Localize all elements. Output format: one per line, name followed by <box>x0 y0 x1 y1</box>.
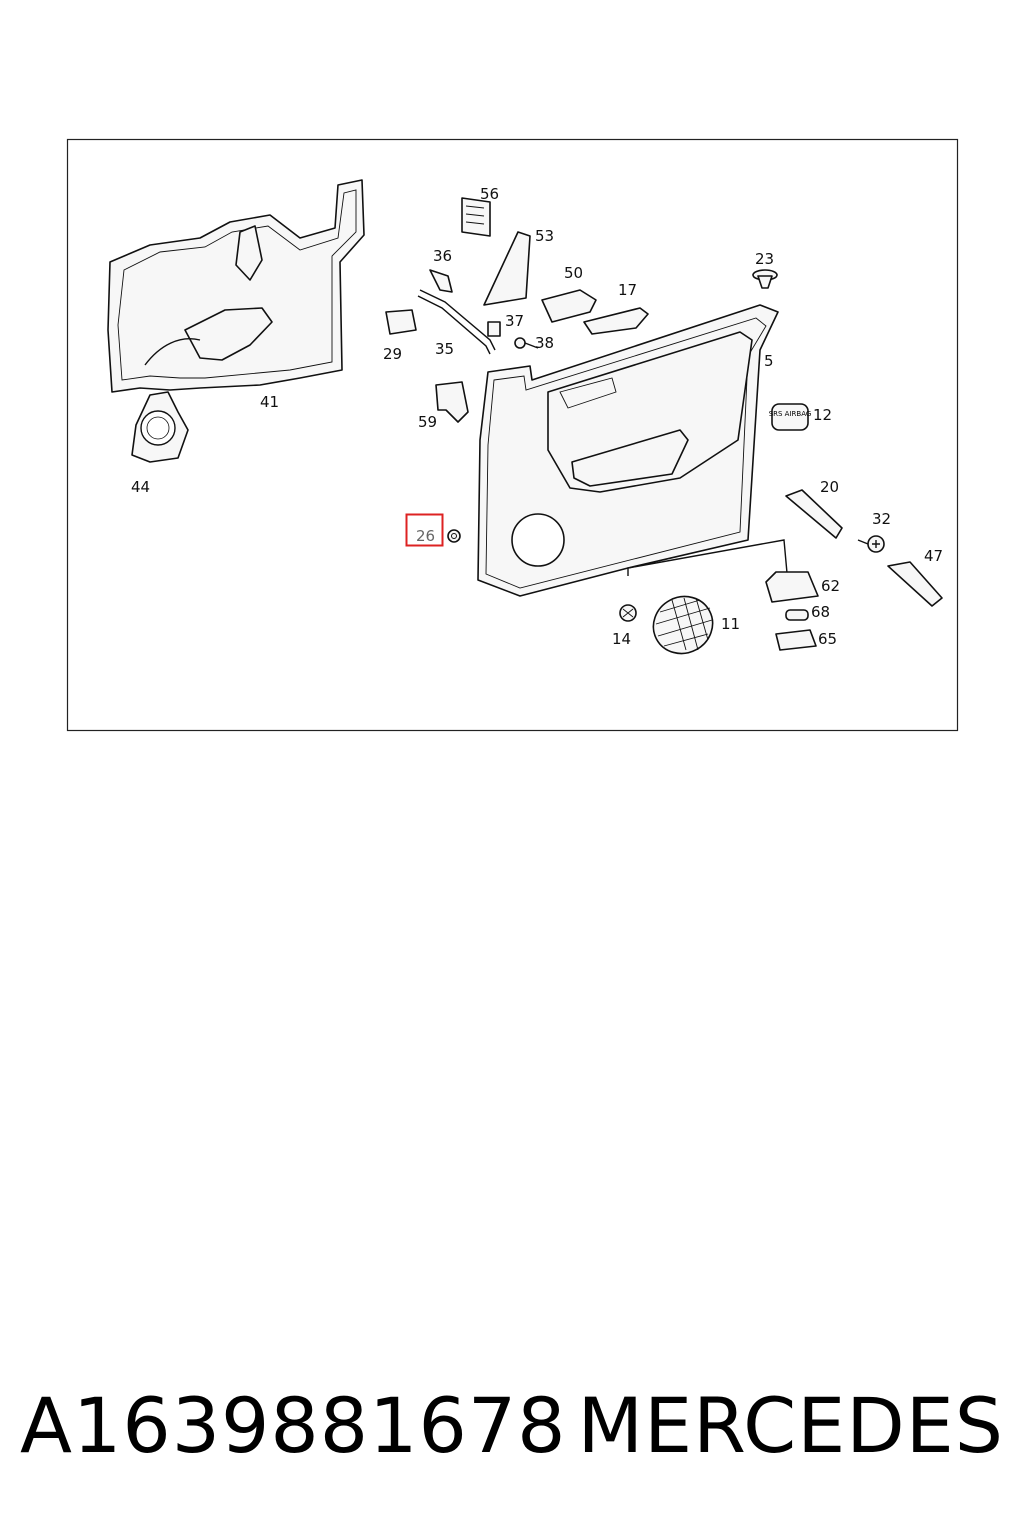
part-41-insulation-sheet <box>107 179 365 393</box>
brand-name: MERCEDES <box>577 1380 1004 1470</box>
part-37-clip <box>487 321 501 337</box>
callout-38[interactable]: 38 <box>535 334 554 352</box>
part-12-airbag-badge: SRS AIRBAG <box>769 403 812 431</box>
callout-23[interactable]: 23 <box>755 250 774 268</box>
part-14-clip <box>619 604 637 622</box>
footer-caption: A1639881678 MERCEDES <box>20 1370 1004 1480</box>
callout-59[interactable]: 59 <box>418 413 437 431</box>
part-number: A1639881678 <box>20 1380 567 1470</box>
callout-17[interactable]: 17 <box>618 281 637 299</box>
part-17-pull-handle <box>583 307 649 335</box>
part-5-door-trim-panel <box>477 304 779 597</box>
callout-5[interactable]: 5 <box>764 352 774 370</box>
part-59-bracket <box>435 381 469 423</box>
airbag-badge-text: SRS AIRBAG <box>769 410 812 418</box>
callout-65[interactable]: 65 <box>818 630 837 648</box>
callout-47[interactable]: 47 <box>924 547 943 565</box>
callout-68[interactable]: 68 <box>811 603 830 621</box>
part-11-speaker-grille <box>652 595 714 655</box>
callout-35[interactable]: 35 <box>435 340 454 358</box>
part-35-36-linkage-rod <box>417 269 496 355</box>
diagram-frame <box>66 138 959 732</box>
part-50-handle-bezel <box>541 289 597 323</box>
part-29-clip <box>385 309 417 335</box>
callout-44[interactable]: 44 <box>131 478 150 496</box>
callout-37[interactable]: 37 <box>505 312 524 330</box>
callout-62[interactable]: 62 <box>821 577 840 595</box>
part-53-triangle-cover <box>483 231 531 306</box>
part-23-clip <box>752 269 778 289</box>
part-32-screw <box>857 535 885 553</box>
callout-29[interactable]: 29 <box>383 345 402 363</box>
callout-32[interactable]: 32 <box>872 510 891 528</box>
callout-12[interactable]: 12 <box>813 406 832 424</box>
callout-56[interactable]: 56 <box>480 185 499 203</box>
callout-50[interactable]: 50 <box>564 264 583 282</box>
callout-11[interactable]: 11 <box>721 615 740 633</box>
part-56-switch <box>461 197 491 237</box>
callout-41[interactable]: 41 <box>260 393 279 411</box>
callout-20[interactable]: 20 <box>820 478 839 496</box>
callout-53[interactable]: 53 <box>535 227 554 245</box>
parts-diagram: SRS AIRBAG 56 53 36 50 17 23 29 35 37 <box>66 138 959 732</box>
part-26-clip <box>447 529 461 543</box>
callout-36[interactable]: 36 <box>433 247 452 265</box>
part-47-trim-strip <box>887 561 943 607</box>
part-62-lamp-housing <box>627 539 819 603</box>
part-38-screw <box>514 337 539 349</box>
part-44-speaker-gasket <box>131 391 189 463</box>
callout-26[interactable]: 26 <box>416 527 435 545</box>
callout-14[interactable]: 14 <box>612 630 631 648</box>
part-68-bulb <box>785 609 809 621</box>
callout-26-highlight-box <box>405 513 444 547</box>
part-65-lamp-lens <box>775 629 817 651</box>
part-20-trim-strip <box>785 489 843 539</box>
